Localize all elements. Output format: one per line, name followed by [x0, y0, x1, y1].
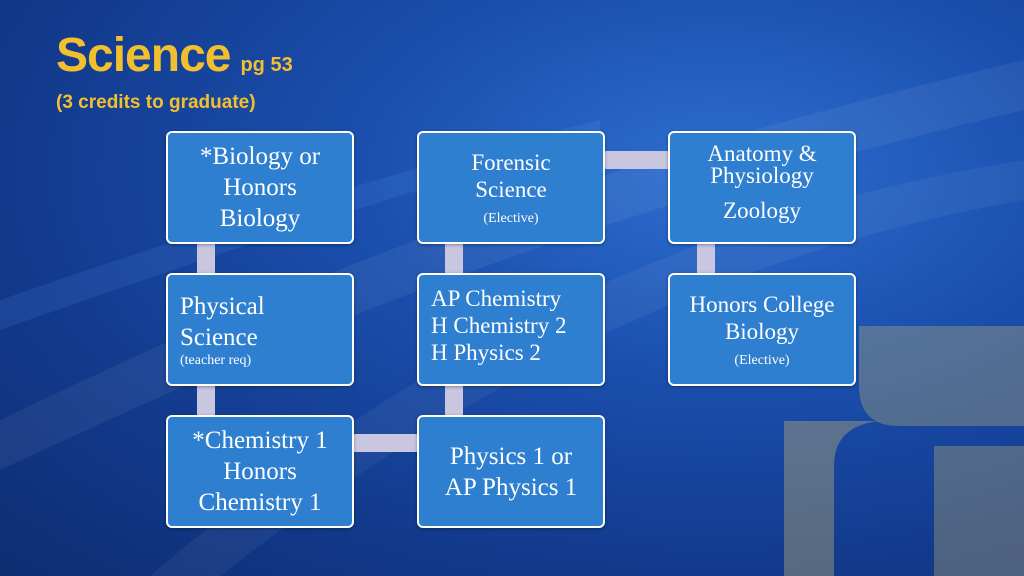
- title-row: Science pg 53: [56, 28, 293, 83]
- page-reference: pg 53: [240, 54, 293, 76]
- course-line: Biology: [724, 318, 800, 344]
- course-line: AP Chemistry: [431, 286, 562, 311]
- course-note: (Elective): [734, 352, 790, 368]
- course-line: Honors: [223, 458, 297, 485]
- course-box-anatomy: Anatomy & Physiology Zoology: [668, 131, 856, 244]
- connector-biology-physical: [197, 240, 215, 280]
- course-box-biology: *Biology or Honors Biology: [166, 131, 354, 244]
- connector-apchem-forensic: [445, 240, 463, 280]
- course-line: Physical: [180, 292, 265, 320]
- connector-physical-chemistry: [197, 382, 215, 422]
- course-note: (Elective): [483, 210, 539, 226]
- course-line: Zoology: [723, 198, 801, 223]
- course-line: Physics 1 or: [449, 442, 573, 470]
- course-line: Science: [180, 323, 258, 351]
- course-box-forensic-science: Forensic Science (Elective): [417, 131, 605, 244]
- course-line: H Physics 2: [431, 340, 541, 365]
- connector-chemistry-physics: [350, 434, 422, 452]
- course-line: Honors College: [689, 291, 835, 317]
- page-subtitle: (3 credits to graduate): [56, 92, 256, 113]
- connector-physics-apchem: [445, 382, 463, 422]
- course-note: (teacher req): [180, 352, 252, 368]
- course-line: Forensic: [471, 149, 551, 175]
- connector-anatomy-honorsbio: [697, 240, 715, 280]
- course-line: Science: [475, 176, 547, 202]
- connector-forensic-anatomy: [602, 151, 674, 169]
- course-box-physics: Physics 1 or AP Physics 1: [417, 415, 605, 528]
- course-line: Physiology: [710, 163, 814, 188]
- course-box-ap-chemistry: AP Chemistry H Chemistry 2 H Physics 2: [417, 273, 605, 386]
- course-box-chemistry: *Chemistry 1 Honors Chemistry 1: [166, 415, 354, 528]
- course-line: Biology: [219, 205, 301, 232]
- course-line: *Chemistry 1: [192, 427, 328, 454]
- course-box-honors-college-biology: Honors College Biology (Elective): [668, 273, 856, 386]
- course-line: AP Physics 1: [444, 473, 578, 501]
- course-box-physical-science: Physical Science (teacher req): [166, 273, 354, 386]
- course-line: *Biology or: [199, 143, 321, 170]
- course-line: H Chemistry 2: [431, 313, 567, 338]
- page-title: Science: [56, 29, 231, 82]
- course-line: Honors: [223, 174, 297, 201]
- course-line: Anatomy &: [707, 141, 817, 166]
- course-line: Chemistry 1: [198, 489, 322, 516]
